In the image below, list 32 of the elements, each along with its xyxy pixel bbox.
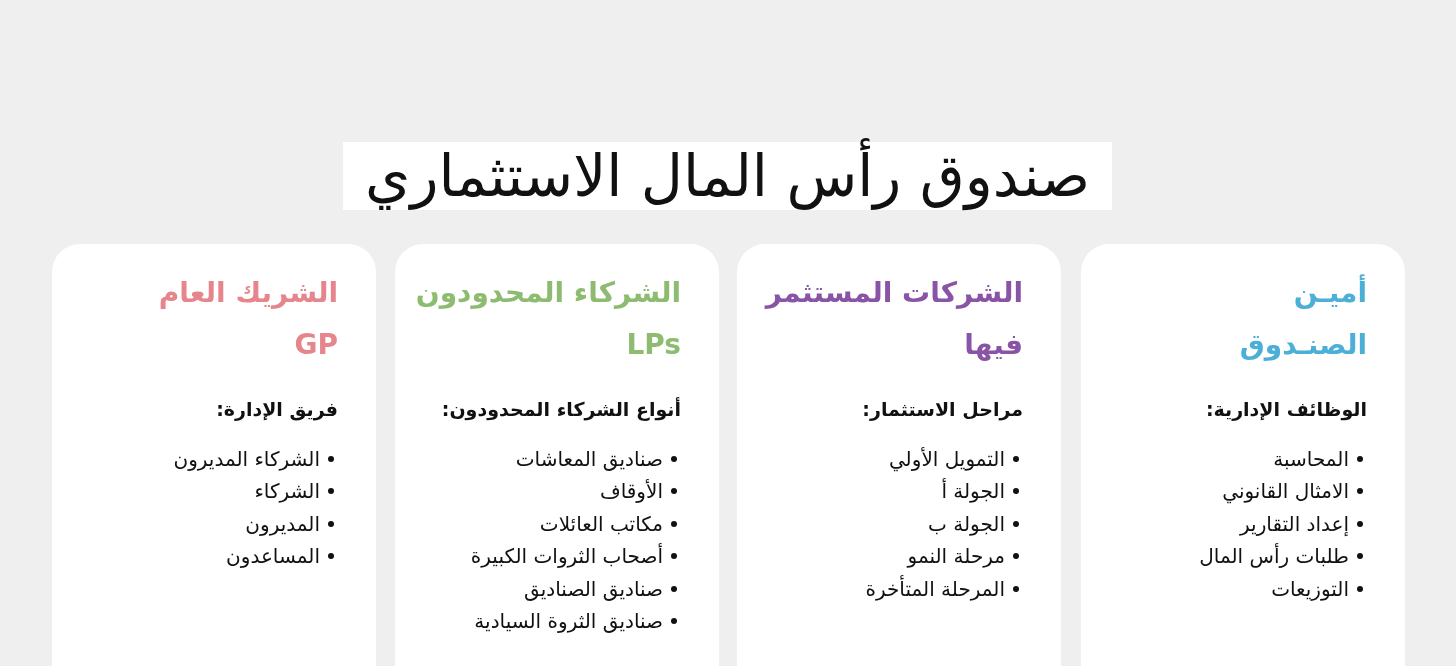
list-item: الجولة ب [928,510,1005,538]
list-item: أصحاب الثروات الكبيرة [470,542,663,571]
list-item: صناديق الصناديق [524,575,663,603]
section-heading: أنواع الشركاء المحدودون: [441,396,681,422]
list-item: الأوقاف [600,478,663,506]
card [395,244,719,666]
card-heading: الشريك العام GP [157,275,338,363]
card [1081,244,1405,666]
list-item: مرحلة النمو [907,543,1005,571]
list-item: الشركاء المديرون [173,446,320,473]
list-item: صناديق المعاشات [515,446,663,473]
card [52,244,376,666]
list-item: المرحلة المتأخرة [865,574,1005,603]
section-heading: فريق الإدارة: [216,397,338,422]
list-item: المحاسبة [1273,446,1349,473]
list-item: التمويل الأولي [888,446,1005,474]
card [737,244,1061,666]
list-item: صناديق الثروة السيادية [474,608,663,635]
list-item: مكاتب العائلات [539,510,663,538]
section-heading: الوظائف الإدارية: [1205,397,1367,422]
list-item: التوزيعات [1271,575,1349,603]
list-item: الشركاء [254,478,320,506]
list-item: الجولة أ [941,477,1005,506]
card-heading: الشركات المستثمر فيها [763,275,1023,363]
card-heading: الشركاء المحدودون LPs [414,275,681,363]
list-item: الامثال القانوني [1222,478,1349,506]
list-item: المساعدون [226,543,320,571]
list-item: إعداد التقارير [1240,510,1349,538]
section-heading: مراحل الاستثمار: [862,397,1023,422]
list-item: المديرون [245,510,320,538]
card-heading: أميـن الصنـدوق [1238,273,1367,363]
list-item: طلبات رأس المال [1199,542,1349,571]
